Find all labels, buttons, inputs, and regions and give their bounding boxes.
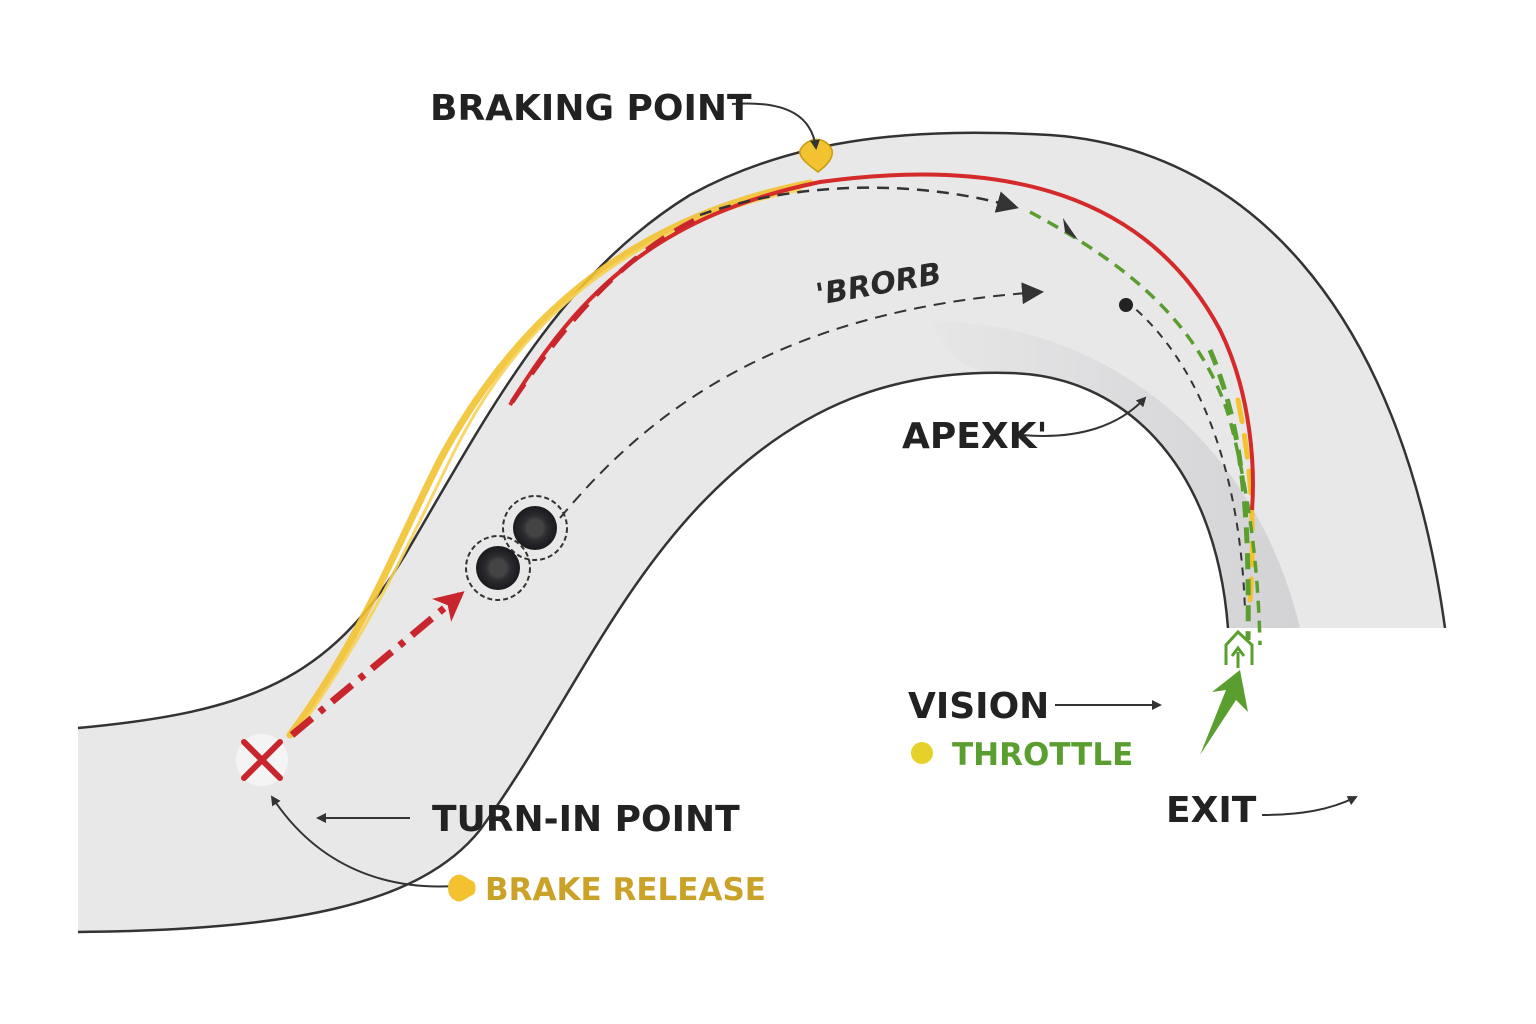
track-outer-edge xyxy=(77,131,1447,730)
green-arrow-icon xyxy=(1200,629,1254,755)
brake-zone-line xyxy=(286,179,814,739)
guide-line-lower xyxy=(559,282,1044,519)
x-mark-icon xyxy=(236,734,288,786)
brake-release-dot xyxy=(448,874,476,902)
throttle-dot xyxy=(911,742,933,764)
turn-in-point-label: TURN-IN POINT xyxy=(432,799,740,840)
brake-release-label: BRAKE RELEASE xyxy=(485,872,766,908)
brake-zone-line-2 xyxy=(298,188,802,730)
throttle-line-2 xyxy=(1207,349,1251,641)
brake-zone-exit xyxy=(1235,397,1255,603)
track-surface xyxy=(78,132,1445,932)
track-inner-edge xyxy=(77,371,1230,934)
direction-chevron xyxy=(1063,218,1078,240)
inner-shoulder xyxy=(930,321,1300,628)
exit-label: EXIT xyxy=(1166,790,1257,831)
braking-point-label: BRAKING POINT xyxy=(430,88,752,129)
wheel-icon xyxy=(465,495,568,601)
throttle-line xyxy=(1029,210,1262,646)
apex-marker xyxy=(1119,298,1133,312)
racing-line xyxy=(508,172,1255,511)
guide-line-exit xyxy=(1124,299,1246,611)
apex-label: APEXK' xyxy=(902,416,1048,457)
racing-line-dashed xyxy=(509,212,707,404)
turn-in-arrow xyxy=(289,591,465,738)
guide-line-upper xyxy=(699,186,1019,217)
apex-callout xyxy=(1021,396,1147,437)
throttle-label: THROTTLE xyxy=(952,737,1133,773)
vision-label: VISION xyxy=(908,686,1049,727)
exit-callout xyxy=(1261,796,1358,816)
brake-release-callout xyxy=(270,795,456,888)
braking-point-callout xyxy=(731,102,820,150)
